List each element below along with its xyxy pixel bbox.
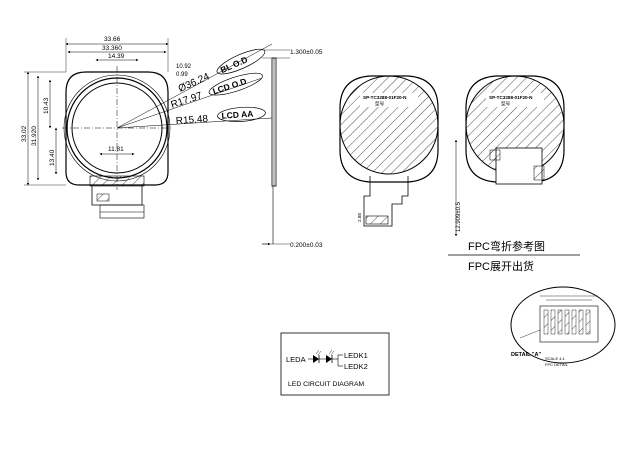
lcd-od-label-bracket xyxy=(208,72,263,96)
rear-left-label-strip xyxy=(360,93,418,107)
detail-pin xyxy=(585,309,591,335)
led-diode-1 xyxy=(313,355,319,363)
detail-pin xyxy=(550,309,556,335)
rear-left-fpc xyxy=(363,176,409,227)
rear-left-outline xyxy=(339,75,439,183)
detail-pin xyxy=(578,309,584,335)
detail-ellipse xyxy=(510,286,616,364)
fpc-tail xyxy=(99,204,145,219)
side-view: 1.300±0.05 0.200±0.03 xyxy=(262,49,323,249)
led-box xyxy=(280,332,390,396)
led-ledk1: LEDK1 xyxy=(344,351,368,360)
front-view: 33.66 33.360 14.39 11.81 10.92 0.99 33.0… xyxy=(21,36,273,219)
lcd-aa-label: LCD AA xyxy=(221,109,253,121)
dim-h-outer: 33.02 xyxy=(21,125,28,142)
dim-w-small: 11.81 xyxy=(108,146,124,153)
led-circuit: LEDA LEDK1 LEDK2 LED CIRCUIT DIAGRAM xyxy=(280,332,390,396)
detail-leader xyxy=(519,329,541,339)
caption-fpc-bend: FPC弯折参考图 xyxy=(468,239,545,253)
rear-left-sub: 型号 xyxy=(375,100,385,107)
rear-left-part-no: SP-TC3288-01F20-N xyxy=(363,95,407,100)
dim-w-aa: 14.39 xyxy=(108,53,125,60)
rear-right-outline xyxy=(465,75,565,183)
rear-right-label-strip xyxy=(486,93,544,107)
led-diode-2 xyxy=(326,355,332,363)
fpc-stiffener xyxy=(96,193,110,202)
detail-pin xyxy=(557,309,563,335)
caption-fpc-unfold: FPC展开出货 xyxy=(468,259,534,273)
thickness-bottom: 0.200±0.03 xyxy=(290,242,323,249)
dim-h-b: 13.40 xyxy=(49,149,56,166)
leader-bl-od xyxy=(116,43,273,129)
rear-left-connector xyxy=(365,215,389,225)
bl-od-label-bracket xyxy=(216,48,266,75)
thickness-top: 1.300±0.05 xyxy=(290,49,323,56)
rear-right-sub: 型号 xyxy=(501,100,511,107)
led-title: LED CIRCUIT DIAGRAM xyxy=(288,381,364,388)
led-leda: LEDA xyxy=(286,355,306,364)
detail-pin xyxy=(571,309,577,335)
detail-pin xyxy=(543,309,549,335)
rear-left-dim: 2.88 xyxy=(357,213,362,222)
lcd-aa-label-bracket xyxy=(217,106,266,122)
rear-view-bent: SP-TC3288-01F20-N 型号 2.88 xyxy=(339,75,439,227)
rear-right-fpc-pad-2 xyxy=(533,165,545,181)
rear-right-part-no: SP-TC3288-01F20-N xyxy=(489,95,533,100)
dim-d2: 0.99 xyxy=(176,72,188,78)
detail-a: DETAIL "A" SCALE 4:1 FPC DETAIL xyxy=(510,286,616,367)
lcd-aa-dim: R15.48 xyxy=(175,114,208,127)
lcd-od-dim: R17.97 xyxy=(170,90,204,111)
rear-right-dim: 12.909±0.5 xyxy=(456,201,462,232)
leader-lcd-od xyxy=(116,77,263,129)
leader-lcd-aa xyxy=(116,117,273,129)
led-diode-1-ray-2 xyxy=(317,350,322,356)
dim-w-outer: 33.66 xyxy=(104,36,121,43)
dim-w-inner: 33.360 xyxy=(102,45,122,52)
dim-h-inner: 31.920 xyxy=(31,126,38,146)
detail-pin xyxy=(564,309,570,335)
rear-left-circle xyxy=(339,75,439,175)
rear-right-fpc-pad-1 xyxy=(489,149,501,161)
detail-sub1: SCALE 4:1 xyxy=(545,356,566,361)
detail-label: DETAIL "A" xyxy=(511,352,541,358)
dim-h-a: 10.43 xyxy=(43,97,50,114)
led-diode-2-ray-1 xyxy=(328,349,333,355)
bottom-bezel xyxy=(89,175,145,187)
led-ledk2: LEDK2 xyxy=(344,362,368,371)
rear-view-unfolded: SP-TC3288-01F20-N 型号 12.909±0.5 xyxy=(454,75,565,237)
detail-pins xyxy=(543,309,591,335)
detail-sub2: FPC DETAIL xyxy=(545,362,569,367)
led-diode-1-ray-1 xyxy=(315,349,320,355)
dim-d1: 10.92 xyxy=(176,64,192,70)
module-outline xyxy=(65,71,169,186)
led-diode-2-ray-2 xyxy=(330,350,335,356)
